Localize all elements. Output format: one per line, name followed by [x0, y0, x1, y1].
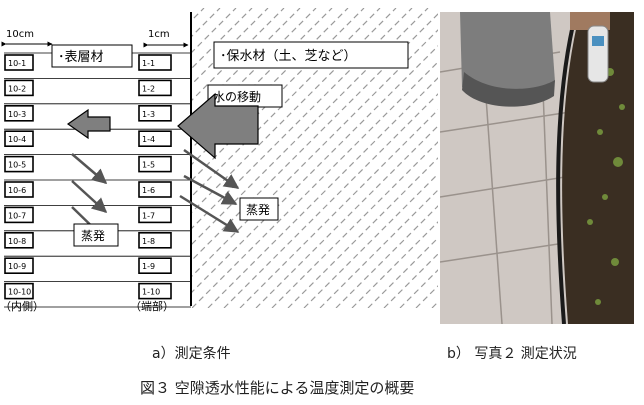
measurement-cell-label: 1-3	[142, 110, 155, 119]
measurement-condition-diagram: 10cm 1cm ･表層材 ･保水材（土、芝など） 水の移動 10-110-21…	[0, 8, 438, 313]
inner-side-label: （内側）	[0, 299, 44, 313]
measurement-cell-label: 1-7	[142, 211, 155, 220]
evap-arrow-left-2	[71, 180, 108, 214]
measurement-cell-label: 10-3	[8, 110, 26, 119]
measurement-cell	[4, 232, 34, 249]
measurement-cell-label: 10-9	[8, 262, 26, 271]
retaining-material-label: ･保水材（土、芝など）	[220, 48, 357, 64]
measurement-cell	[138, 257, 172, 275]
water-movement-arrow	[177, 92, 259, 160]
evaporation-label-right: 蒸発	[246, 203, 270, 217]
edge-cell-column: 1-1 1-2 1-3 1-4 1-5 1-6 1-7 1-8 1-9 1-10	[138, 54, 172, 300]
measurement-cell-label: 1-9	[142, 262, 155, 271]
measurement-cell	[138, 206, 172, 224]
figure-caption: 図３ 空隙透水性能による温度測定の概要	[140, 379, 415, 397]
measurement-cell-label: 1-5	[142, 161, 155, 170]
measurement-cell-label: 10-7	[8, 211, 26, 220]
measurement-cell	[4, 130, 34, 147]
measurement-cell-label: 10-8	[8, 237, 26, 246]
evaporation-label-left: 蒸発	[81, 229, 105, 243]
measurement-cell-label: 10-5	[8, 161, 26, 170]
measurement-cell-label: 10-6	[8, 186, 26, 195]
left-width-label: 10cm	[6, 29, 34, 40]
evap-left-box	[73, 223, 119, 247]
evap-arrow-right-3	[179, 194, 240, 234]
evap-arrow-right-2	[183, 174, 238, 206]
measurement-cell-label: 10-1	[8, 59, 26, 68]
measurement-cell	[4, 105, 34, 122]
measurement-cell	[138, 155, 172, 173]
measurement-cell	[4, 282, 34, 300]
measurement-cell	[4, 257, 34, 275]
measurement-cell	[138, 181, 172, 198]
measurement-cell-label: 1-2	[142, 84, 155, 93]
measurement-cell-label: 1-4	[142, 135, 155, 144]
surface-material-label: ･表層材	[58, 50, 104, 65]
measurement-cell	[4, 181, 34, 198]
water-movement-label: 水の移動	[213, 90, 261, 104]
measurement-cell	[4, 54, 34, 71]
measurement-cell-label: 1-1	[142, 59, 155, 68]
measurement-cell	[138, 79, 172, 97]
measurement-cell-label: 10-10	[8, 288, 31, 297]
measurement-cell	[138, 130, 172, 147]
measurement-cell	[4, 155, 34, 173]
measurement-cell	[138, 282, 172, 300]
measurement-photo-drawing	[440, 12, 634, 324]
caption-a: a）測定条件	[152, 346, 231, 362]
measurement-cell-label: 10-2	[8, 84, 26, 93]
measurement-cell	[138, 105, 172, 122]
measurement-cell-label: 1-8	[142, 237, 155, 246]
inner-cell-column: 10-1 10-2 10-3 10-4 10-5 10-6 10-7 10-8 10-9 10-1…	[4, 54, 34, 300]
retain-label-box	[213, 41, 409, 69]
measurement-cell	[4, 79, 34, 97]
edge-side-label: （端部）	[130, 299, 174, 313]
measurement-cell	[138, 232, 172, 249]
evaporation-arrows	[71, 148, 240, 242]
measurement-cell	[4, 206, 34, 224]
measurement-photo	[440, 12, 634, 324]
measurement-cell	[138, 54, 172, 71]
evap-arrow-left-1	[71, 153, 108, 184]
evap-right-box	[239, 197, 279, 221]
evap-arrow-right-1	[183, 148, 240, 190]
caption-b: b） 写真２ 測定状況	[447, 346, 577, 362]
small-water-arrow	[66, 108, 111, 140]
right-width-label: 1cm	[148, 29, 170, 40]
measurement-cell-label: 10-4	[8, 135, 26, 144]
surface-label-box	[51, 44, 133, 68]
measurement-cell-label: 1-6	[142, 186, 155, 195]
measurement-cell-label: 1-10	[142, 288, 160, 297]
